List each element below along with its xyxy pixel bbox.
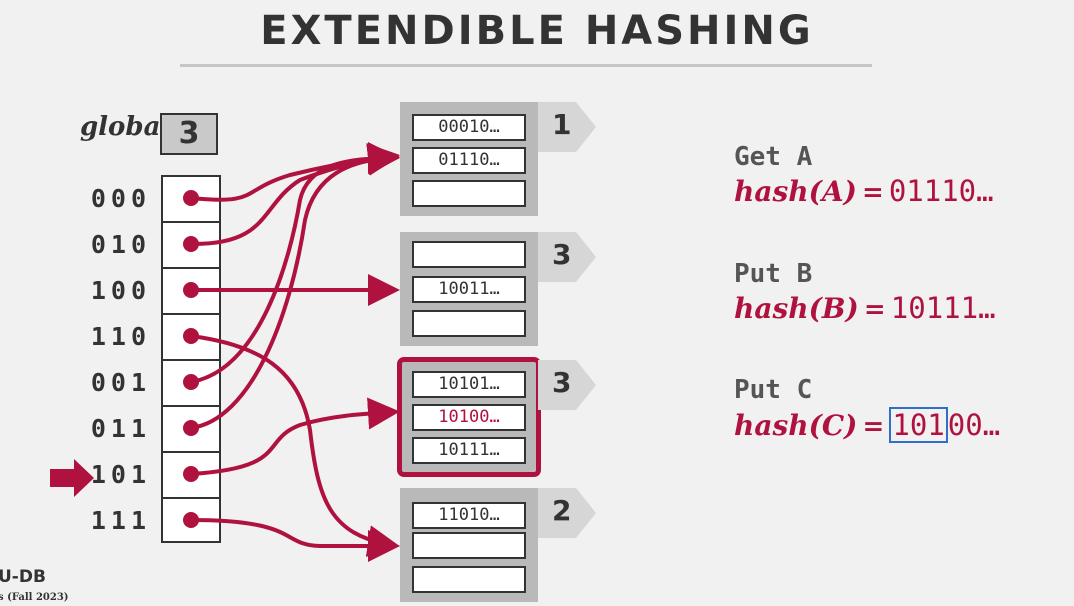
pointer-011: [190, 143, 400, 430]
pointer-dot: [183, 328, 199, 344]
global-depth-label: global: [80, 112, 171, 142]
bucket-entry: [412, 310, 526, 337]
slot-bits: 011: [90, 414, 151, 443]
bucket-entry: 10101…: [412, 371, 526, 398]
title-divider: [180, 64, 872, 67]
bucket-1-local-depth: 1: [538, 102, 598, 152]
hash-value: 10111…: [890, 291, 996, 325]
pointer-dot: [183, 190, 199, 206]
bucket-2: 10011…: [400, 232, 538, 346]
bucket-entry-new: 10100…: [412, 404, 526, 431]
pointer-111: [190, 518, 400, 562]
local-depth-value: 3: [552, 238, 572, 271]
operation-command: Put C: [734, 375, 813, 405]
pointer-dot: [183, 282, 199, 298]
bucket-entry: [412, 180, 526, 207]
bucket-entry: 01110…: [412, 147, 526, 174]
pointer-101: [190, 397, 400, 476]
global-depth-value: 3: [160, 113, 218, 155]
footer-logo: U-DB: [0, 567, 46, 587]
hash-prefix-highlight: 101: [889, 407, 948, 443]
bucket-entry: 00010…: [412, 114, 526, 141]
bucket-entry: 11010…: [412, 502, 526, 529]
bucket-entry: [412, 241, 526, 268]
operation-command: Get A: [734, 142, 813, 172]
footer-course: s (Fall 2023): [0, 592, 69, 603]
pointer-dot: [183, 420, 199, 436]
hash-value: 01110…: [888, 174, 994, 208]
operation-hash: hash(B) = 10111…: [734, 291, 996, 329]
bucket-entry: [412, 566, 526, 593]
pointer-001: [190, 142, 400, 384]
local-depth-value: 3: [552, 366, 572, 399]
directory-slot: 101: [91, 451, 221, 497]
slot-bits: 110: [90, 322, 151, 351]
slot-bits: 000: [90, 184, 151, 213]
hash-value-rest: 00…: [947, 408, 1001, 442]
hash-function: hash(A): [734, 175, 857, 208]
pointer-110: [190, 334, 400, 557]
pointer-dot: [183, 374, 199, 390]
bucket-1: 00010… 01110…: [400, 102, 538, 216]
operation-get-a: Get A hash(A) = 01110…: [734, 142, 994, 212]
pointer-dot: [183, 236, 199, 252]
hash-function: hash(C): [734, 409, 858, 442]
local-depth-value: 1: [552, 108, 572, 141]
bucket-4-local-depth: 2: [538, 488, 598, 538]
current-slot-arrow-icon: [50, 459, 94, 497]
slot-bits: 001: [90, 368, 151, 397]
hash-function: hash(B): [734, 292, 859, 325]
operation-hash: hash(A) = 01110…: [734, 174, 994, 212]
slot-bits: 111: [90, 506, 151, 535]
slide-title: EXTENDIBLE HASHING: [260, 8, 814, 54]
slot-bits: 101: [90, 460, 151, 489]
bucket-3-local-depth: 3: [538, 360, 598, 410]
directory-slot: 110: [91, 313, 221, 359]
slot-bits: 010: [90, 230, 151, 259]
pointer-dot: [183, 512, 199, 528]
hash-equals: =: [863, 295, 886, 325]
operation-put-b: Put B hash(B) = 10111…: [734, 259, 996, 329]
bucket-entry: [412, 532, 526, 559]
bucket-entry: 10011…: [412, 276, 526, 303]
bucket-entry: 10111…: [412, 437, 526, 464]
operation-command: Put B: [734, 259, 813, 289]
pointer-dot: [183, 466, 199, 482]
hash-equals: =: [861, 178, 884, 208]
bucket-3-highlighted: 10101… 10100… 10111…: [397, 357, 541, 477]
bucket-4: 11010…: [400, 488, 538, 602]
directory-slot: 011: [91, 405, 221, 451]
slot-bits: 100: [90, 276, 151, 305]
bucket-2-local-depth: 3: [538, 232, 598, 282]
hash-equals: =: [862, 412, 885, 442]
local-depth-value: 2: [552, 494, 572, 527]
